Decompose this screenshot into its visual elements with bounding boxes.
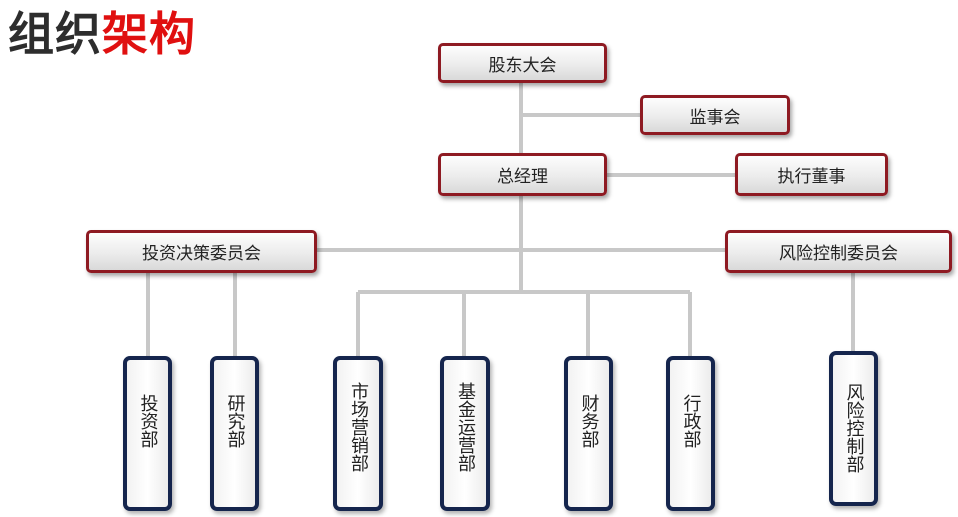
node-label: 投资部 [137,394,159,448]
node-label: 总经理 [497,167,548,187]
node-general-manager: 总经理 [438,153,607,196]
node-label: 股东大会 [488,55,557,76]
page-title: 组织架构 [8,4,196,64]
node-label: 基金运营部 [455,382,476,472]
node-label: 风险控制部 [843,383,865,473]
node-label: 风险控制委员会 [779,244,898,264]
title-part-2: 架构 [102,7,196,61]
node-finance-dept: 财务部 [564,356,613,511]
title-part-1: 组织 [8,7,102,61]
node-fund-operations-dept: 基金运营部 [440,356,490,511]
node-label: 执行董事 [777,167,846,187]
node-risk-control-dept: 风险控制部 [829,351,878,506]
node-label: 研究部 [224,394,246,448]
node-admin-dept: 行政部 [666,356,715,511]
node-board-of-supervisors: 监事会 [640,95,790,135]
node-label: 财务部 [578,394,600,448]
node-label: 监事会 [689,107,741,128]
node-research-dept: 研究部 [210,356,259,511]
node-label: 市场营销部 [348,382,369,472]
node-marketing-dept: 市场营销部 [333,356,383,511]
node-risk-committee: 风险控制委员会 [725,230,952,273]
node-shareholders-meeting: 股东大会 [438,43,607,83]
node-investment-committee: 投资决策委员会 [86,230,317,273]
node-label: 投资决策委员会 [142,244,261,264]
node-label: 行政部 [680,394,702,448]
node-investment-dept: 投资部 [123,356,172,511]
node-executive-director: 执行董事 [735,153,888,196]
